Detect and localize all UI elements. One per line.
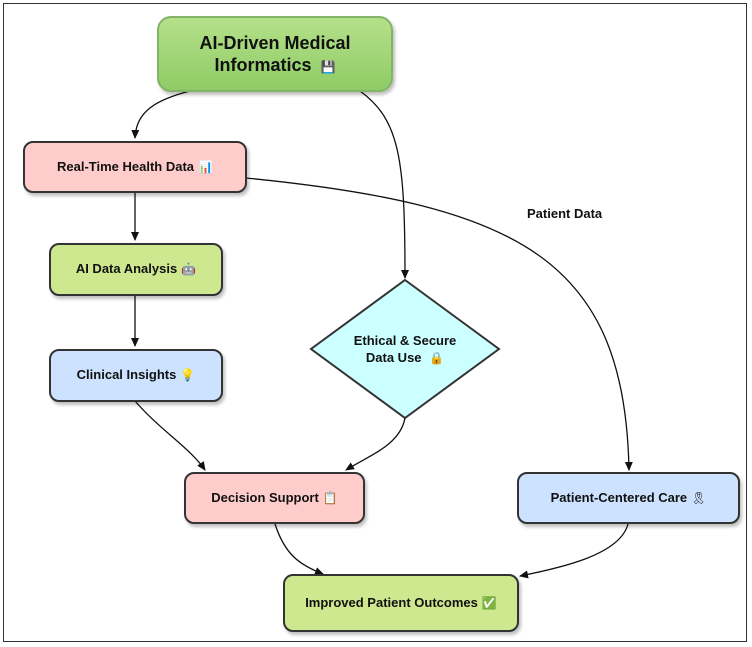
node-patient-centered-care[interactable]: Patient-Centered Care 🎗: [517, 472, 740, 524]
node-realtime-label: Real-Time Health Data: [57, 158, 195, 174]
node-clinical-insights[interactable]: Clinical Insights 💡: [49, 349, 223, 402]
edge-label-patient-data: Patient Data: [527, 206, 603, 221]
lock-icon: 🔒: [429, 350, 445, 365]
node-analysis-label: AI Data Analysis: [75, 261, 178, 277]
floppy-disk-icon: 💾: [320, 60, 336, 74]
lightbulb-icon: 💡: [180, 368, 196, 382]
diagram-frame: [3, 3, 747, 642]
node-decision-label: Decision Support: [211, 489, 319, 505]
node-root[interactable]: AI-Driven Medical Informatics 💾: [157, 16, 393, 92]
edge-ethical-decision: [345, 417, 406, 471]
node-ethical-secure-data-use[interactable]: Ethical & Secure Data Use 🔒: [325, 333, 485, 367]
check-mark-icon: ✅: [481, 595, 497, 610]
edge-realtime-patientcare: [245, 177, 633, 471]
node-outcomes-label: Improved Patient Outcomes: [305, 594, 478, 610]
node-decision-support[interactable]: Decision Support 📋: [184, 472, 365, 524]
node-realtime-health-data[interactable]: Real-Time Health Data 📊: [23, 141, 247, 193]
robot-icon: 🤖: [181, 262, 197, 276]
edge-root-realtime: [131, 90, 191, 139]
edge-patientcare-outcomes: [519, 523, 629, 579]
edge-decision-outcomes: [274, 523, 324, 575]
node-ai-data-analysis[interactable]: AI Data Analysis 🤖: [49, 243, 223, 296]
node-root-label: AI-Driven Medical Informatics: [199, 32, 351, 76]
node-ethical-label-line2: Data Use: [365, 349, 422, 365]
node-ethical-label-line1: Ethical & Secure: [353, 333, 457, 348]
edge-root-ethical: [359, 90, 409, 279]
bar-chart-icon: 📊: [198, 159, 213, 174]
edge-insights-decision: [134, 400, 206, 471]
node-insights-label: Clinical Insights: [76, 367, 177, 383]
node-patient-care-label: Patient-Centered Care: [550, 489, 688, 505]
ribbon-icon: 🎗: [691, 490, 707, 505]
node-improved-patient-outcomes[interactable]: Improved Patient Outcomes ✅: [283, 574, 519, 632]
clipboard-icon: 📋: [322, 490, 338, 505]
